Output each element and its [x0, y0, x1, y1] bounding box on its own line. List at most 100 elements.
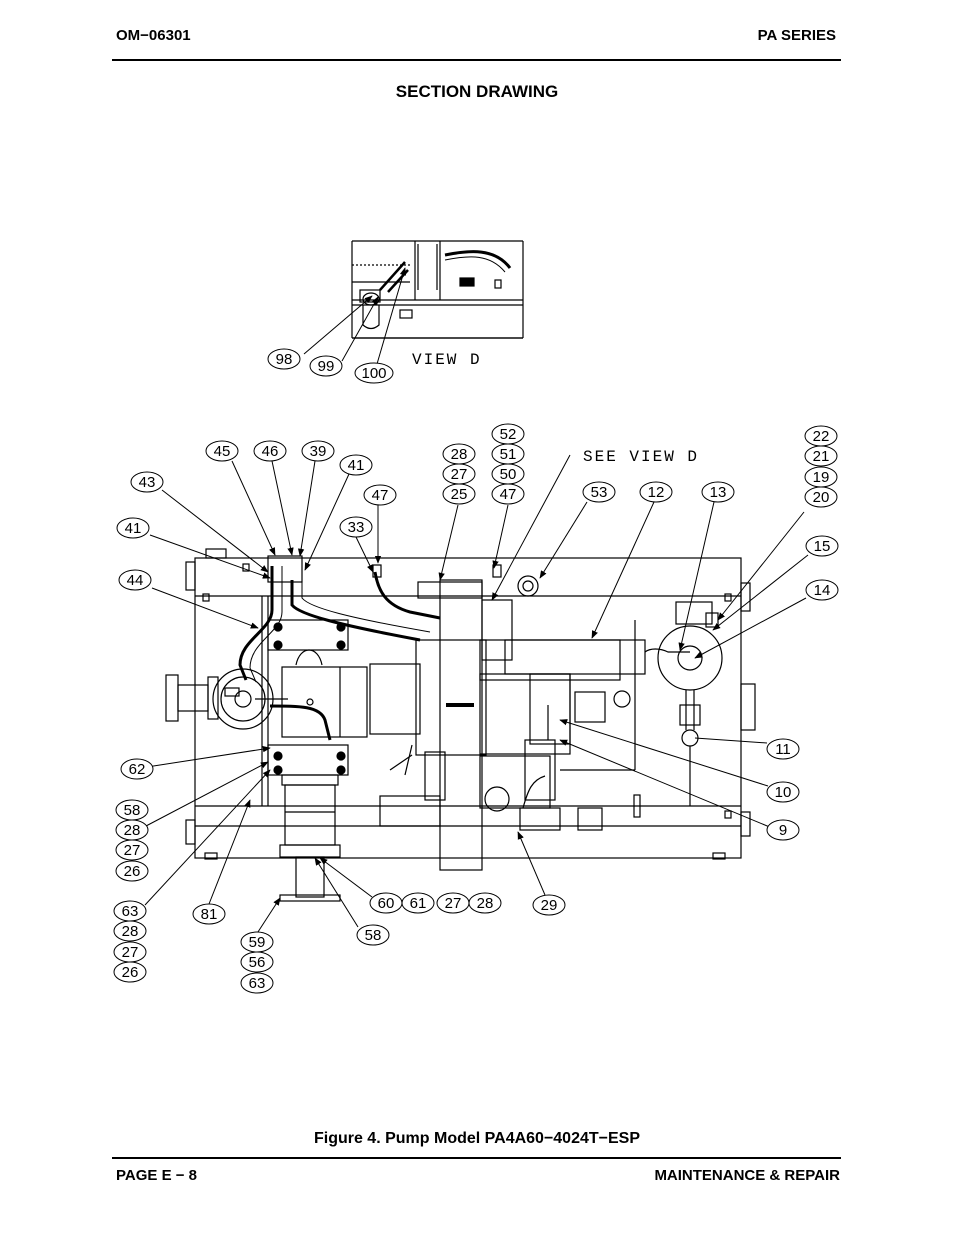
callout-number: 53	[591, 484, 608, 501]
callout-number: 61	[410, 895, 427, 912]
callout-number: 59	[249, 934, 266, 951]
callout-number: 39	[310, 443, 327, 460]
section-name: MAINTENANCE & REPAIR	[654, 1167, 840, 1184]
callout-number: 27	[124, 842, 141, 859]
callout-balloon	[192, 903, 226, 925]
callout-number: 26	[124, 863, 141, 880]
callout-number: 13	[710, 484, 727, 501]
callout-balloon	[116, 517, 150, 539]
callout-number: 46	[262, 443, 279, 460]
callout-number: 27	[122, 944, 139, 961]
callout-number: 47	[500, 486, 517, 503]
callout-balloon	[804, 445, 838, 467]
callout-number: 98	[276, 351, 293, 368]
callout-number: 14	[814, 582, 831, 599]
callout-balloon	[639, 481, 673, 503]
callout-balloon	[468, 892, 502, 914]
section-title: SECTION DRAWING	[395, 82, 559, 101]
callout-balloon	[582, 481, 616, 503]
callout-balloon	[130, 471, 164, 493]
callout-number: 11	[775, 741, 791, 758]
callout-number: 60	[378, 895, 395, 912]
callout-balloon	[766, 738, 800, 760]
callout-number: 20	[813, 489, 830, 506]
callout-balloon	[363, 484, 397, 506]
callout-number: 62	[129, 761, 146, 778]
callout-number: 25	[451, 486, 468, 503]
leader-lines	[144, 267, 809, 936]
page-number: PAGE E − 8	[116, 1167, 198, 1184]
callout-number: 15	[814, 538, 831, 555]
callout-number: 63	[249, 975, 266, 992]
callout-number: 21	[813, 448, 830, 465]
callout-number: 56	[249, 954, 266, 971]
callout-number: 81	[201, 906, 218, 923]
callout-balloon	[339, 454, 373, 476]
callout-balloon	[805, 579, 839, 601]
header-rule	[112, 59, 841, 61]
callout-number: 50	[500, 466, 517, 483]
pump-assembly-outline	[165, 548, 756, 902]
callout-balloon	[701, 481, 735, 503]
callout-number: 28	[477, 895, 494, 912]
callout-balloon	[301, 440, 335, 462]
callout-number: 58	[365, 927, 382, 944]
footer-rule	[112, 1157, 841, 1159]
callout-number: 27	[445, 895, 462, 912]
see-view-d-label: SEE VIEW D	[583, 448, 699, 466]
callout-balloon	[120, 758, 154, 780]
figure-caption: Figure 4. Pump Model PA4A60−4024T−ESP	[313, 1130, 641, 1147]
callout-number: 52	[500, 426, 517, 443]
callout-number: 12	[648, 484, 665, 501]
callout-balloon	[118, 569, 152, 591]
callout-number: 100	[361, 365, 386, 382]
callout-balloon	[356, 924, 390, 946]
callout-number: 99	[318, 358, 335, 375]
callout-number: 33	[348, 519, 365, 536]
callout-number: 51	[500, 446, 517, 463]
callout-number: 26	[122, 964, 139, 981]
callout-balloon	[491, 483, 525, 505]
callout-number: 27	[451, 466, 468, 483]
callout-balloon	[240, 951, 274, 973]
callout-number: 41	[125, 520, 142, 537]
callout-balloon	[253, 440, 287, 462]
callout-number: 44	[127, 572, 144, 589]
callout-balloon	[339, 516, 373, 538]
callout-balloon	[113, 961, 147, 983]
callout-balloon	[805, 535, 839, 557]
callout-number: 28	[124, 822, 141, 839]
callout-balloon	[442, 483, 476, 505]
callout-number: 45	[214, 443, 231, 460]
view-d-inset	[351, 240, 524, 339]
callout-balloon	[115, 839, 149, 861]
callout-balloon	[804, 486, 838, 508]
callout-balloon	[766, 781, 800, 803]
callout-balloon	[113, 920, 147, 942]
series-name: PA SERIES	[757, 27, 836, 44]
callout-number: 63	[122, 903, 139, 920]
callout-balloon	[309, 355, 343, 377]
callout-balloon	[354, 362, 394, 384]
callout-number: 10	[775, 784, 792, 801]
callout-number: 19	[813, 469, 830, 486]
callout-balloon	[532, 894, 566, 916]
callout-balloon	[115, 860, 149, 882]
callout-balloon	[267, 348, 301, 370]
callout-balloon	[205, 440, 239, 462]
view-d-label: VIEW D	[412, 351, 482, 369]
callout-number: 28	[451, 446, 468, 463]
callout-balloon	[240, 972, 274, 994]
callout-number: 22	[813, 428, 830, 445]
callout-number: 47	[372, 487, 389, 504]
callout-number: 41	[348, 457, 365, 474]
document-number: OM−06301	[116, 27, 191, 44]
callout-balloon	[401, 892, 435, 914]
callout-balloon	[766, 819, 800, 841]
callout-balloons: 98 99 100 45 46 39 41 43 41 44 47 33 28 27 25 52 51 50 47 5…	[113, 348, 839, 994]
callout-number: 29	[541, 897, 558, 914]
callout-number: 28	[122, 923, 139, 940]
callout-number: 9	[779, 822, 787, 839]
callout-number: 43	[139, 474, 156, 491]
